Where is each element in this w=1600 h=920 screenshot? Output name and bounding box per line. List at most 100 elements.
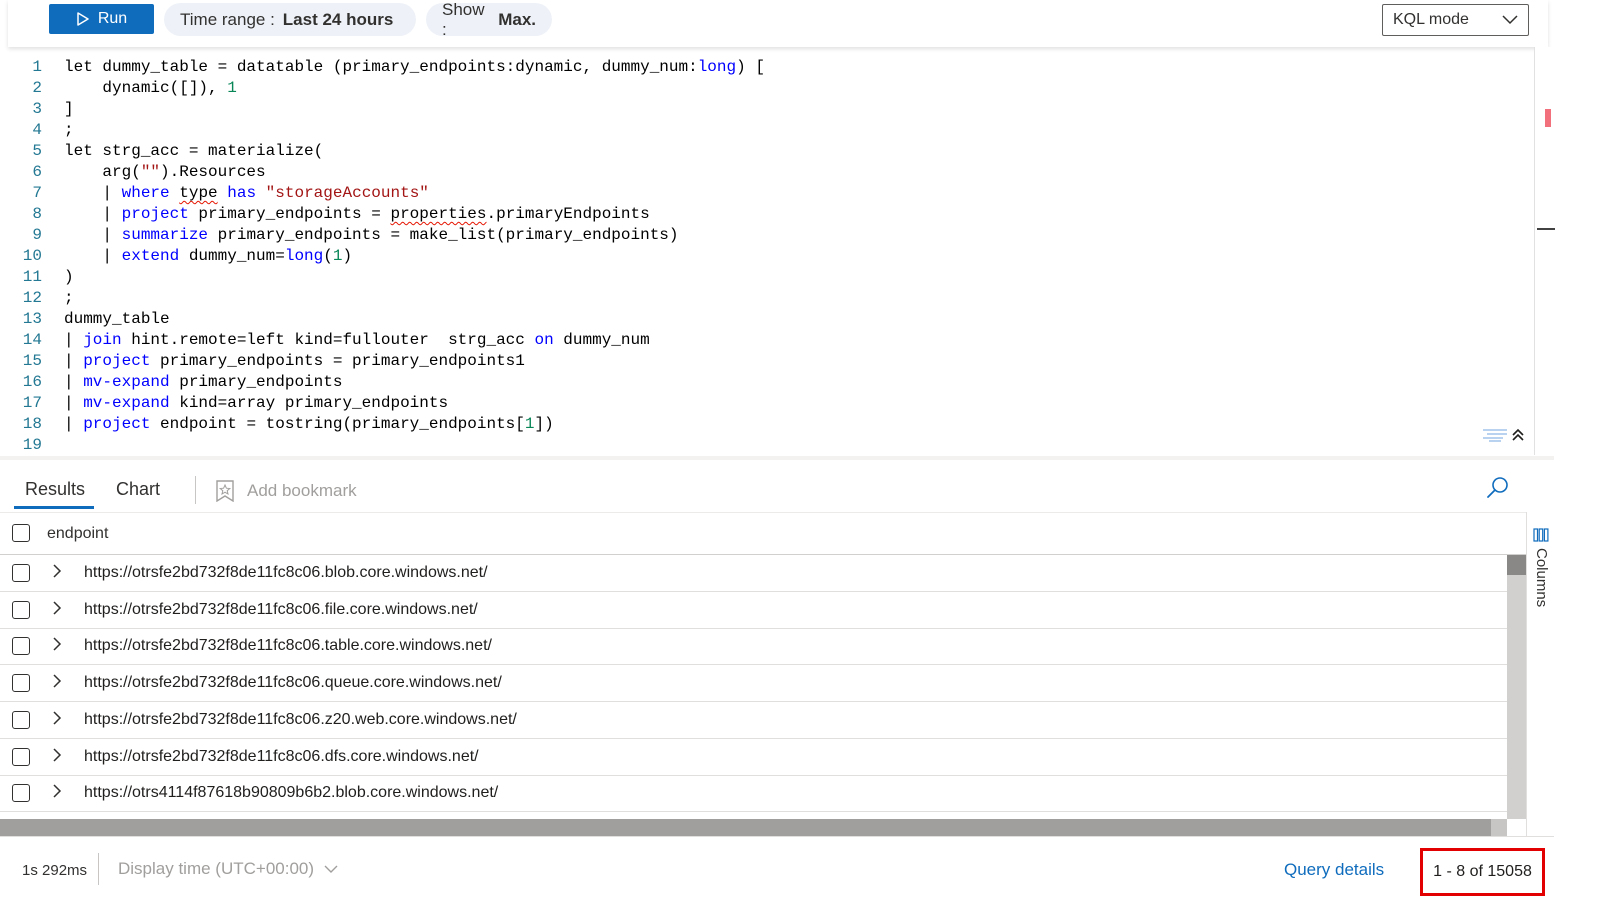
display-time-label: Display time (UTC+00:00) bbox=[118, 859, 315, 878]
line-number: 15 bbox=[22, 352, 42, 370]
elapsed-time: 1s 292ms bbox=[22, 862, 88, 879]
code-text: | where type has "storageAccounts" bbox=[64, 184, 429, 202]
editor-overview-ruler[interactable] bbox=[1534, 47, 1555, 455]
code-text: | mv-expand primary_endpoints bbox=[64, 373, 343, 391]
error-marker bbox=[1545, 109, 1551, 127]
code-text: | project primary_endpoints = properties… bbox=[64, 205, 650, 223]
line-number: 7 bbox=[32, 184, 42, 202]
code-text: | project endpoint = tostring(primary_en… bbox=[64, 415, 554, 433]
code-text: | project primary_endpoints = primary_en… bbox=[64, 352, 525, 370]
column-header-endpoint[interactable]: endpoint bbox=[47, 525, 109, 542]
row-checkbox[interactable] bbox=[12, 674, 30, 693]
chevron-right-icon[interactable] bbox=[52, 711, 62, 725]
results-tabs: Results Chart Add bookmark bbox=[0, 466, 1554, 510]
table-row[interactable]: https://otrsfe2bd732f8de11fc8c06.blob.co… bbox=[0, 555, 1507, 592]
endpoint-cell: https://otrs4114f87618b90809b6b2.blob.co… bbox=[84, 784, 499, 802]
display-time-dropdown[interactable]: Display time (UTC+00:00) bbox=[118, 859, 338, 879]
active-tab-indicator bbox=[14, 506, 94, 509]
select-all-checkbox[interactable] bbox=[12, 524, 30, 542]
results-grid: endpoint https://otrsfe2bd732f8de11fc8c0… bbox=[0, 512, 1526, 837]
row-checkbox[interactable] bbox=[12, 784, 30, 803]
line-number: 16 bbox=[22, 373, 42, 391]
line-number: 18 bbox=[22, 415, 42, 433]
code-text: arg("").Resources bbox=[64, 163, 266, 181]
line-number: 9 bbox=[32, 226, 42, 244]
chevron-right-icon[interactable] bbox=[52, 747, 62, 762]
line-number: 11 bbox=[22, 268, 42, 286]
chevron-down-icon bbox=[1502, 15, 1518, 25]
table-row[interactable]: https://otrsfe2bd732f8de11fc8c06.z20.web… bbox=[0, 702, 1507, 739]
query-mode-dropdown[interactable]: KQL mode bbox=[1382, 4, 1529, 36]
grid-vertical-scroll-thumb[interactable] bbox=[1507, 555, 1526, 575]
add-bookmark-button[interactable]: Add bookmark bbox=[215, 480, 357, 502]
run-button[interactable]: Run bbox=[49, 4, 154, 34]
endpoint-cell: https://otrsfe2bd732f8de11fc8c06.dfs.cor… bbox=[84, 747, 479, 765]
chevron-right-icon[interactable] bbox=[52, 637, 62, 651]
line-number: 6 bbox=[32, 163, 42, 181]
tab-chart[interactable]: Chart bbox=[116, 479, 161, 499]
table-row[interactable]: https://otrsfe2bd732f8de11fc8c06.queue.c… bbox=[0, 665, 1507, 703]
collapse-up-icon[interactable] bbox=[1511, 428, 1525, 442]
endpoint-cell: https://otrsfe2bd732f8de11fc8c06.z20.web… bbox=[84, 710, 517, 728]
chevron-down-icon bbox=[324, 865, 338, 873]
grid-horizontal-scroll-end[interactable] bbox=[1491, 819, 1507, 837]
chevron-right-icon[interactable] bbox=[52, 784, 62, 798]
play-icon bbox=[77, 12, 89, 26]
time-range-picker[interactable]: Time range : Last 24 hours bbox=[164, 3, 416, 36]
tab-results[interactable]: Results bbox=[25, 479, 86, 499]
chevron-right-icon[interactable] bbox=[52, 674, 62, 688]
show-value: Max. bbox=[498, 9, 536, 29]
line-number: 13 bbox=[22, 310, 42, 328]
bookmark-icon bbox=[216, 480, 234, 502]
chevron-right-icon[interactable] bbox=[52, 601, 62, 615]
editor-results-splitter[interactable] bbox=[0, 456, 1554, 460]
line-number: 8 bbox=[32, 205, 42, 223]
columns-panel-toggle[interactable] bbox=[1526, 512, 1555, 836]
query-details-link[interactable]: Query details bbox=[1284, 860, 1385, 879]
time-range-value: Last 24 hours bbox=[282, 9, 394, 29]
code-text: | extend dummy_num=long(1) bbox=[64, 247, 353, 265]
status-bar: 1s 292ms Display time (UTC+00:00) Query … bbox=[0, 836, 1554, 920]
code-text: dummy_table bbox=[64, 310, 170, 328]
line-number: 12 bbox=[22, 289, 42, 307]
line-number: 19 bbox=[22, 436, 42, 454]
table-row[interactable]: https://otrsfe2bd732f8de11fc8c06.table.c… bbox=[0, 628, 1507, 666]
columns-icon bbox=[1533, 528, 1549, 542]
run-button-label: Run bbox=[97, 10, 128, 27]
time-range-label: Time range : bbox=[180, 9, 275, 29]
result-count-text: 1 - 8 of 15058 bbox=[1433, 863, 1532, 880]
line-number: 3 bbox=[32, 100, 42, 118]
show-label: Show : bbox=[442, 0, 485, 39]
chevron-right-icon[interactable] bbox=[52, 564, 62, 578]
endpoint-cell: https://otrsfe2bd732f8de11fc8c06.table.c… bbox=[84, 637, 492, 655]
row-checkbox[interactable] bbox=[12, 637, 30, 656]
row-checkbox[interactable] bbox=[12, 710, 30, 729]
line-number: 4 bbox=[32, 121, 42, 139]
row-checkbox[interactable] bbox=[12, 600, 30, 619]
line-number: 14 bbox=[22, 331, 42, 349]
format-lines-icon[interactable] bbox=[1483, 428, 1507, 442]
line-number: 17 bbox=[22, 394, 42, 412]
table-row[interactable]: https://otrsfe2bd732f8de11fc8c06.file.co… bbox=[0, 592, 1507, 629]
code-text: let strg_acc = materialize( bbox=[64, 142, 324, 160]
add-bookmark-label: Add bookmark bbox=[247, 481, 357, 500]
code-text: ) bbox=[64, 268, 74, 286]
query-toolbar: Run Time range : Last 24 hours Show : Ma… bbox=[8, 0, 1548, 47]
endpoint-cell: https://otrsfe2bd732f8de11fc8c06.queue.c… bbox=[84, 674, 502, 692]
row-checkbox[interactable] bbox=[12, 564, 30, 582]
search-icon[interactable] bbox=[1486, 476, 1510, 500]
show-limit-picker[interactable]: Show : Max. bbox=[426, 0, 552, 39]
grid-vertical-scrollbar[interactable] bbox=[1507, 555, 1526, 819]
row-checkbox[interactable] bbox=[12, 747, 30, 766]
tab-divider bbox=[195, 476, 196, 504]
grid-horizontal-scrollbar[interactable] bbox=[0, 819, 1507, 837]
endpoint-cell: https://otrsfe2bd732f8de11fc8c06.blob.co… bbox=[84, 564, 488, 581]
table-row[interactable]: https://otrsfe2bd732f8de11fc8c06.dfs.cor… bbox=[0, 739, 1507, 776]
columns-panel-label[interactable]: Columns bbox=[1533, 548, 1550, 608]
result-count-indicator: 1 - 8 of 15058 bbox=[1420, 848, 1545, 896]
cursor-marker bbox=[1537, 228, 1555, 230]
table-row[interactable]: https://otrs4114f87618b90809b6b2.blob.co… bbox=[0, 775, 1507, 813]
grid-header: endpoint bbox=[0, 513, 1526, 555]
line-number: 5 bbox=[32, 142, 42, 160]
